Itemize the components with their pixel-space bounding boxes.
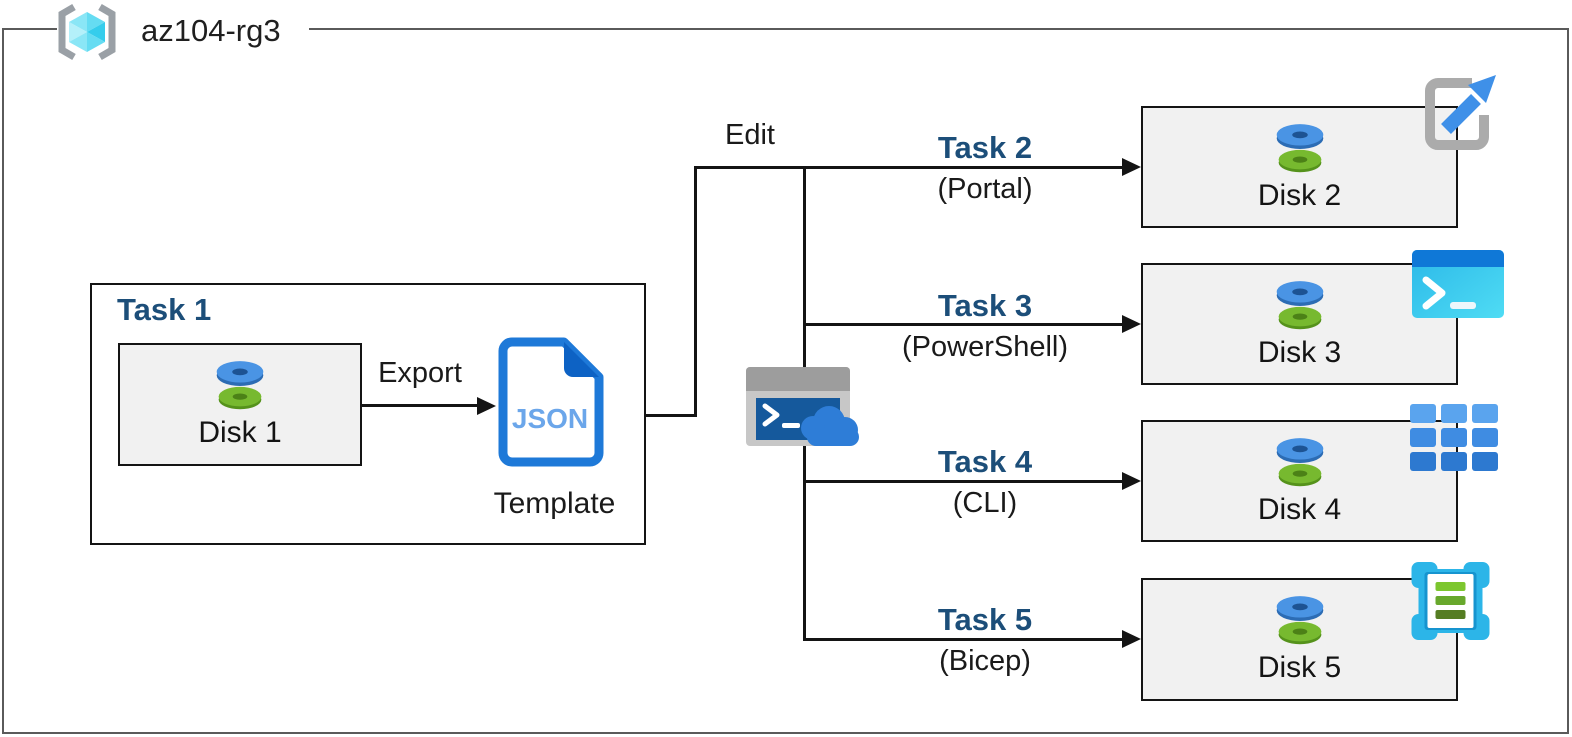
export-label: Export bbox=[378, 357, 462, 389]
disk1-label: Disk 1 bbox=[198, 416, 282, 449]
export-arrow-head bbox=[477, 397, 496, 415]
task4-arrow-line bbox=[803, 480, 1124, 483]
cloud-shell-icon bbox=[746, 367, 859, 446]
disk2-label: Disk 2 bbox=[1257, 179, 1342, 212]
bicep-icon bbox=[1411, 562, 1490, 640]
resource-group-icon bbox=[58, 3, 116, 61]
managed-disk-icon bbox=[1276, 124, 1323, 173]
portal-icon bbox=[1425, 75, 1496, 150]
disk1-box: Disk 1 bbox=[118, 343, 362, 466]
disk3-label: Disk 3 bbox=[1257, 336, 1342, 369]
json-template-icon: JSON bbox=[498, 337, 604, 467]
task4-label: Task 4 bbox=[937, 444, 1033, 479]
task5-method-label: (Bicep) bbox=[939, 645, 1031, 677]
frame-label-gap bbox=[57, 25, 309, 34]
task5-arrow-line bbox=[803, 638, 1124, 641]
task5-label: Task 5 bbox=[937, 602, 1033, 637]
json-doc-text: JSON bbox=[512, 403, 588, 434]
resource-group-name: az104-rg3 bbox=[141, 13, 281, 48]
disk5-box: Disk 5 bbox=[1141, 578, 1458, 701]
managed-disk-icon bbox=[216, 361, 264, 410]
task2-label: Task 2 bbox=[937, 130, 1033, 165]
edit-label: Edit bbox=[725, 119, 775, 151]
connector-elbow-up bbox=[694, 166, 697, 417]
managed-disk-icon bbox=[1276, 281, 1323, 330]
task5-arrow-head bbox=[1122, 630, 1141, 648]
managed-disk-icon bbox=[1276, 438, 1323, 487]
export-arrow-line bbox=[362, 404, 478, 407]
disk4-label: Disk 4 bbox=[1257, 493, 1342, 526]
task4-arrow-head bbox=[1122, 472, 1141, 490]
task4-method-label: (CLI) bbox=[952, 487, 1018, 519]
connector-task1-out bbox=[646, 414, 697, 417]
disk3-box: Disk 3 bbox=[1141, 263, 1458, 385]
cli-icon bbox=[1410, 404, 1498, 471]
task3-arrow-head bbox=[1122, 315, 1141, 333]
task2-arrow-head bbox=[1122, 158, 1141, 176]
disk4-box: Disk 4 bbox=[1141, 420, 1458, 542]
task3-method-label: (PowerShell) bbox=[902, 331, 1068, 363]
task3-arrow-line bbox=[803, 323, 1124, 326]
powershell-icon bbox=[1412, 250, 1504, 318]
template-label: Template bbox=[493, 487, 616, 520]
managed-disk-icon bbox=[1276, 596, 1323, 645]
task1-title: Task 1 bbox=[117, 292, 212, 327]
task3-label: Task 3 bbox=[937, 288, 1033, 323]
resource-group-boundary bbox=[2, 28, 1569, 734]
disk2-box: Disk 2 bbox=[1141, 106, 1458, 228]
task2-arrow-line bbox=[694, 166, 1124, 169]
task2-method-label: (Portal) bbox=[937, 173, 1033, 205]
disk5-label: Disk 5 bbox=[1257, 651, 1342, 684]
